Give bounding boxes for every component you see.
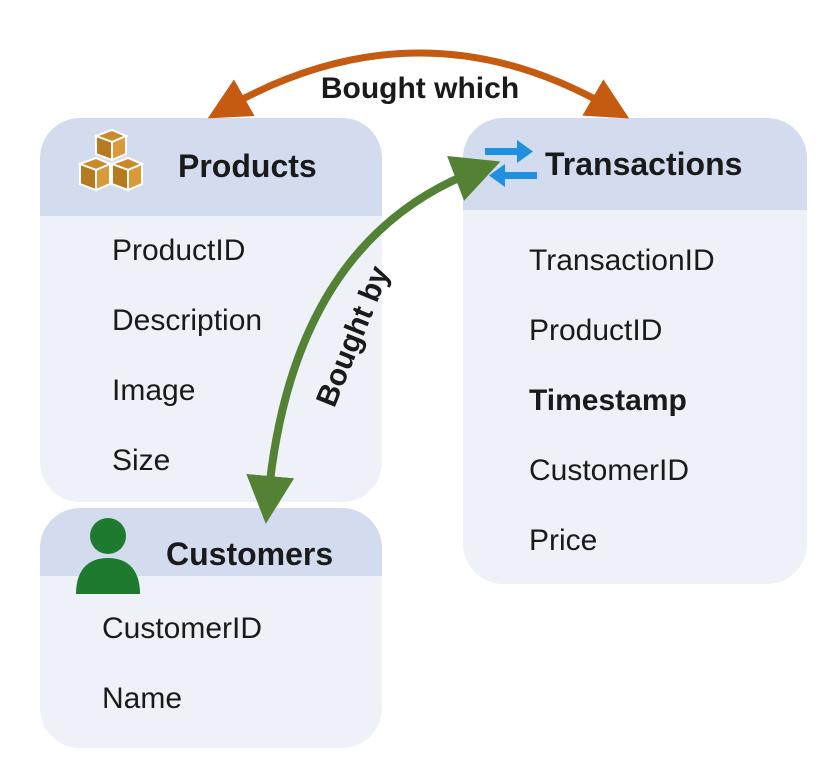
transactions-field: CustomerID	[529, 454, 690, 487]
customers-field: Name	[102, 682, 183, 715]
customers-entity-card: Customers CustomerID Name	[40, 508, 382, 748]
products-field: ProductID	[112, 234, 246, 267]
customers-title: Customers	[166, 536, 334, 572]
person-icon	[76, 518, 140, 594]
transactions-card-header	[463, 118, 807, 210]
transactions-field: TransactionID	[529, 244, 715, 277]
transactions-title: Transactions	[545, 146, 743, 182]
products-field: Size	[112, 444, 171, 477]
bought-which-arrow	[207, 49, 630, 119]
transactions-field-timestamp: Timestamp	[529, 384, 687, 417]
customers-field: CustomerID	[102, 612, 263, 645]
products-field: Image	[112, 374, 196, 407]
bought-by-label: Bought by	[310, 261, 396, 411]
transactions-field: ProductID	[529, 314, 663, 347]
bought-which-label: Bought which	[321, 72, 519, 105]
products-field: Description	[112, 304, 263, 337]
transactions-entity-card: Transactions TransactionID ProductID Tim…	[463, 118, 807, 584]
transactions-field: Price	[529, 524, 598, 557]
bought-by-arrow	[246, 156, 501, 524]
boxes-icon	[77, 128, 145, 192]
